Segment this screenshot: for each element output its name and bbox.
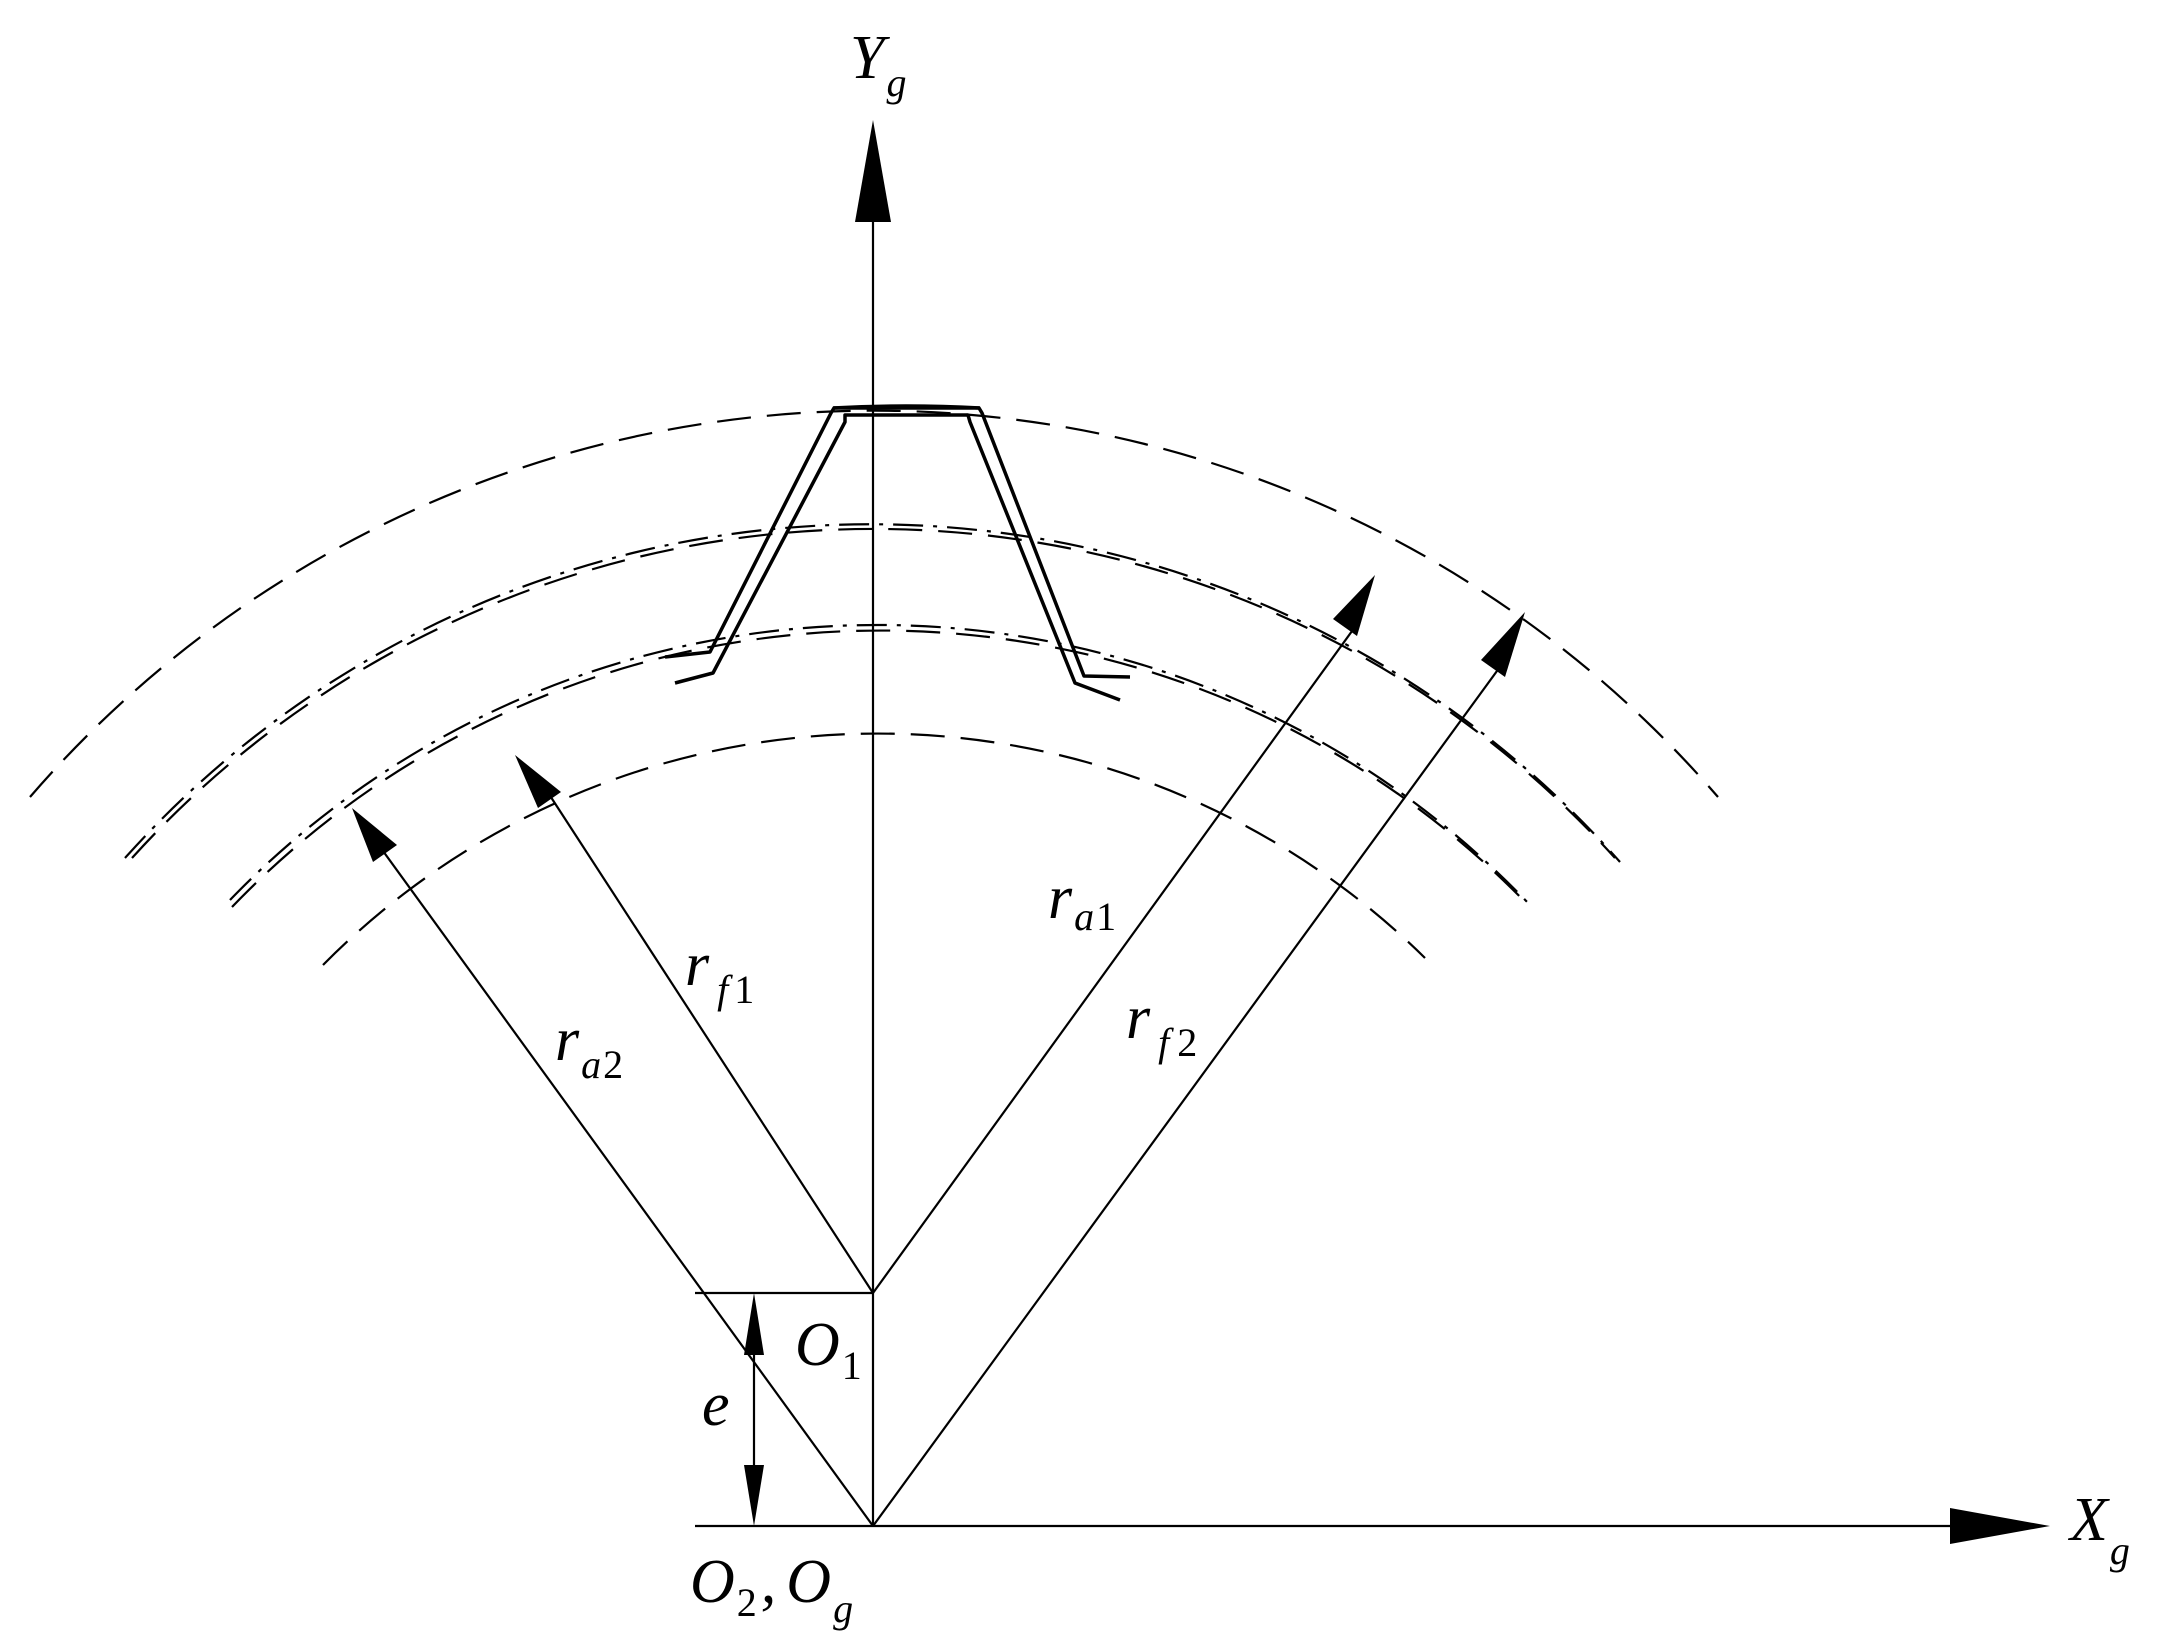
origin-label: O2,Og — [690, 1548, 853, 1631]
ra2-line — [374, 839, 874, 1527]
y-axis-arrowhead — [855, 120, 891, 222]
gear-tooth-inner — [674, 413, 1121, 702]
e-arrowhead-down — [744, 1465, 764, 1526]
rf1-line — [544, 787, 874, 1294]
x-axis-arrowhead — [1950, 1508, 2050, 1544]
dashed-circle-third — [231, 629, 1531, 908]
ra2-arrowhead — [352, 808, 397, 862]
x-axis-label: Xg — [2067, 1486, 2130, 1573]
dashed-circle-second — [131, 527, 1616, 859]
y-axis-label: Yg — [850, 24, 906, 105]
rf2-line — [872, 659, 1506, 1527]
ra2-label: ra2 — [555, 1006, 623, 1087]
o1-label: O1 — [795, 1311, 862, 1388]
gear-tooth-outer — [664, 406, 1131, 679]
ra1-line — [872, 619, 1361, 1294]
rf2-arrowhead — [1481, 612, 1525, 677]
e-label: e — [702, 1371, 730, 1439]
ra1-arrowhead — [1333, 575, 1375, 636]
pitch-circle-2 — [229, 623, 1531, 906]
tooth-tip-top — [832, 404, 981, 410]
ra1-label: ra1 — [1048, 864, 1116, 939]
e-arrowhead-up — [744, 1293, 764, 1355]
rf1-arrowhead — [515, 755, 561, 808]
pitch-circle-1 — [124, 523, 1621, 863]
